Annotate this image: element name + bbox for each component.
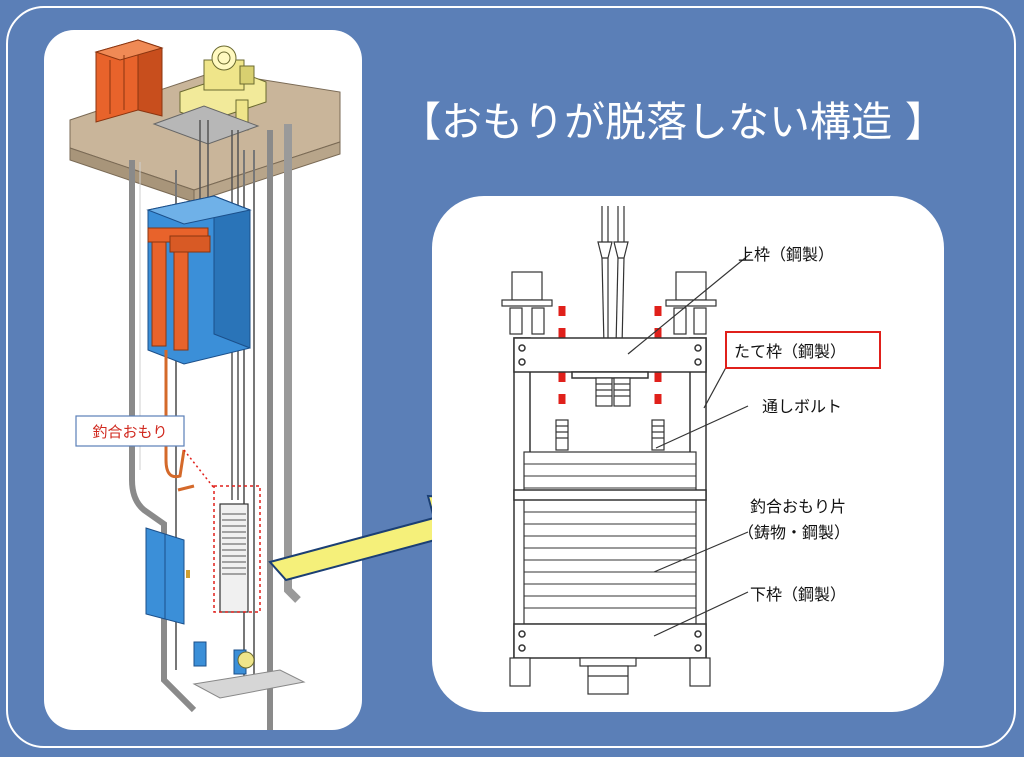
- label-weight-piece-material: （鋳物・鋼製）: [738, 523, 850, 542]
- landing-door: [145, 527, 190, 625]
- shaft-walls: [129, 124, 301, 730]
- counterweight-highlight-box: [213, 485, 261, 613]
- middle-tie-bar: [513, 489, 707, 501]
- counterweight-detail-panel: 上枠（鋼製） たて枠（鋼製） 通しボルト 釣合おもり片 （鋳物・鋼製） 下枠（鋼…: [432, 196, 944, 712]
- label-upper-frame: 上枠（鋼製）: [738, 245, 834, 264]
- pit-buffer-icon: [192, 641, 306, 699]
- highlight-box-vertical-frame: [725, 331, 881, 369]
- callout-label: 釣合おもり: [92, 423, 167, 441]
- label-vertical-frame: たて枠（鋼製）: [734, 342, 846, 361]
- elevator-car: [146, 195, 252, 365]
- slide-border: [6, 6, 1016, 748]
- callout-box: [75, 415, 185, 447]
- elevator-shaft-panel: 釣合おもり: [44, 30, 362, 730]
- label-weight-piece: 釣合おもり片: [750, 497, 846, 516]
- elevator-shaft-illustration: 釣合おもり: [69, 39, 341, 730]
- traveling-cable: [164, 350, 186, 479]
- spring-icon: [595, 377, 631, 407]
- bottom-guide-shoe-icon: [509, 657, 711, 695]
- upper-frame: [513, 337, 707, 379]
- label-through-bolt: 通しボルト: [762, 397, 842, 416]
- weight-pieces: [523, 451, 697, 625]
- label-lower-frame: 下枠（鋼製）: [750, 585, 846, 604]
- counterweight-detail-drawing: 上枠（鋼製） たて枠（鋼製） 通しボルト 釣合おもり片 （鋳物・鋼製） 下枠（鋼…: [501, 206, 881, 695]
- counterweight-icon: [219, 503, 249, 613]
- through-bolt-icon: [555, 419, 665, 451]
- lower-frame: [513, 623, 707, 659]
- callout-leader: [183, 449, 215, 489]
- guide-shoe-icon: [501, 271, 717, 335]
- hoist-ropes: [597, 206, 629, 347]
- slide-title: 【おもりが脱落しない構造 】: [400, 98, 947, 146]
- control-panel-icon: [94, 39, 164, 123]
